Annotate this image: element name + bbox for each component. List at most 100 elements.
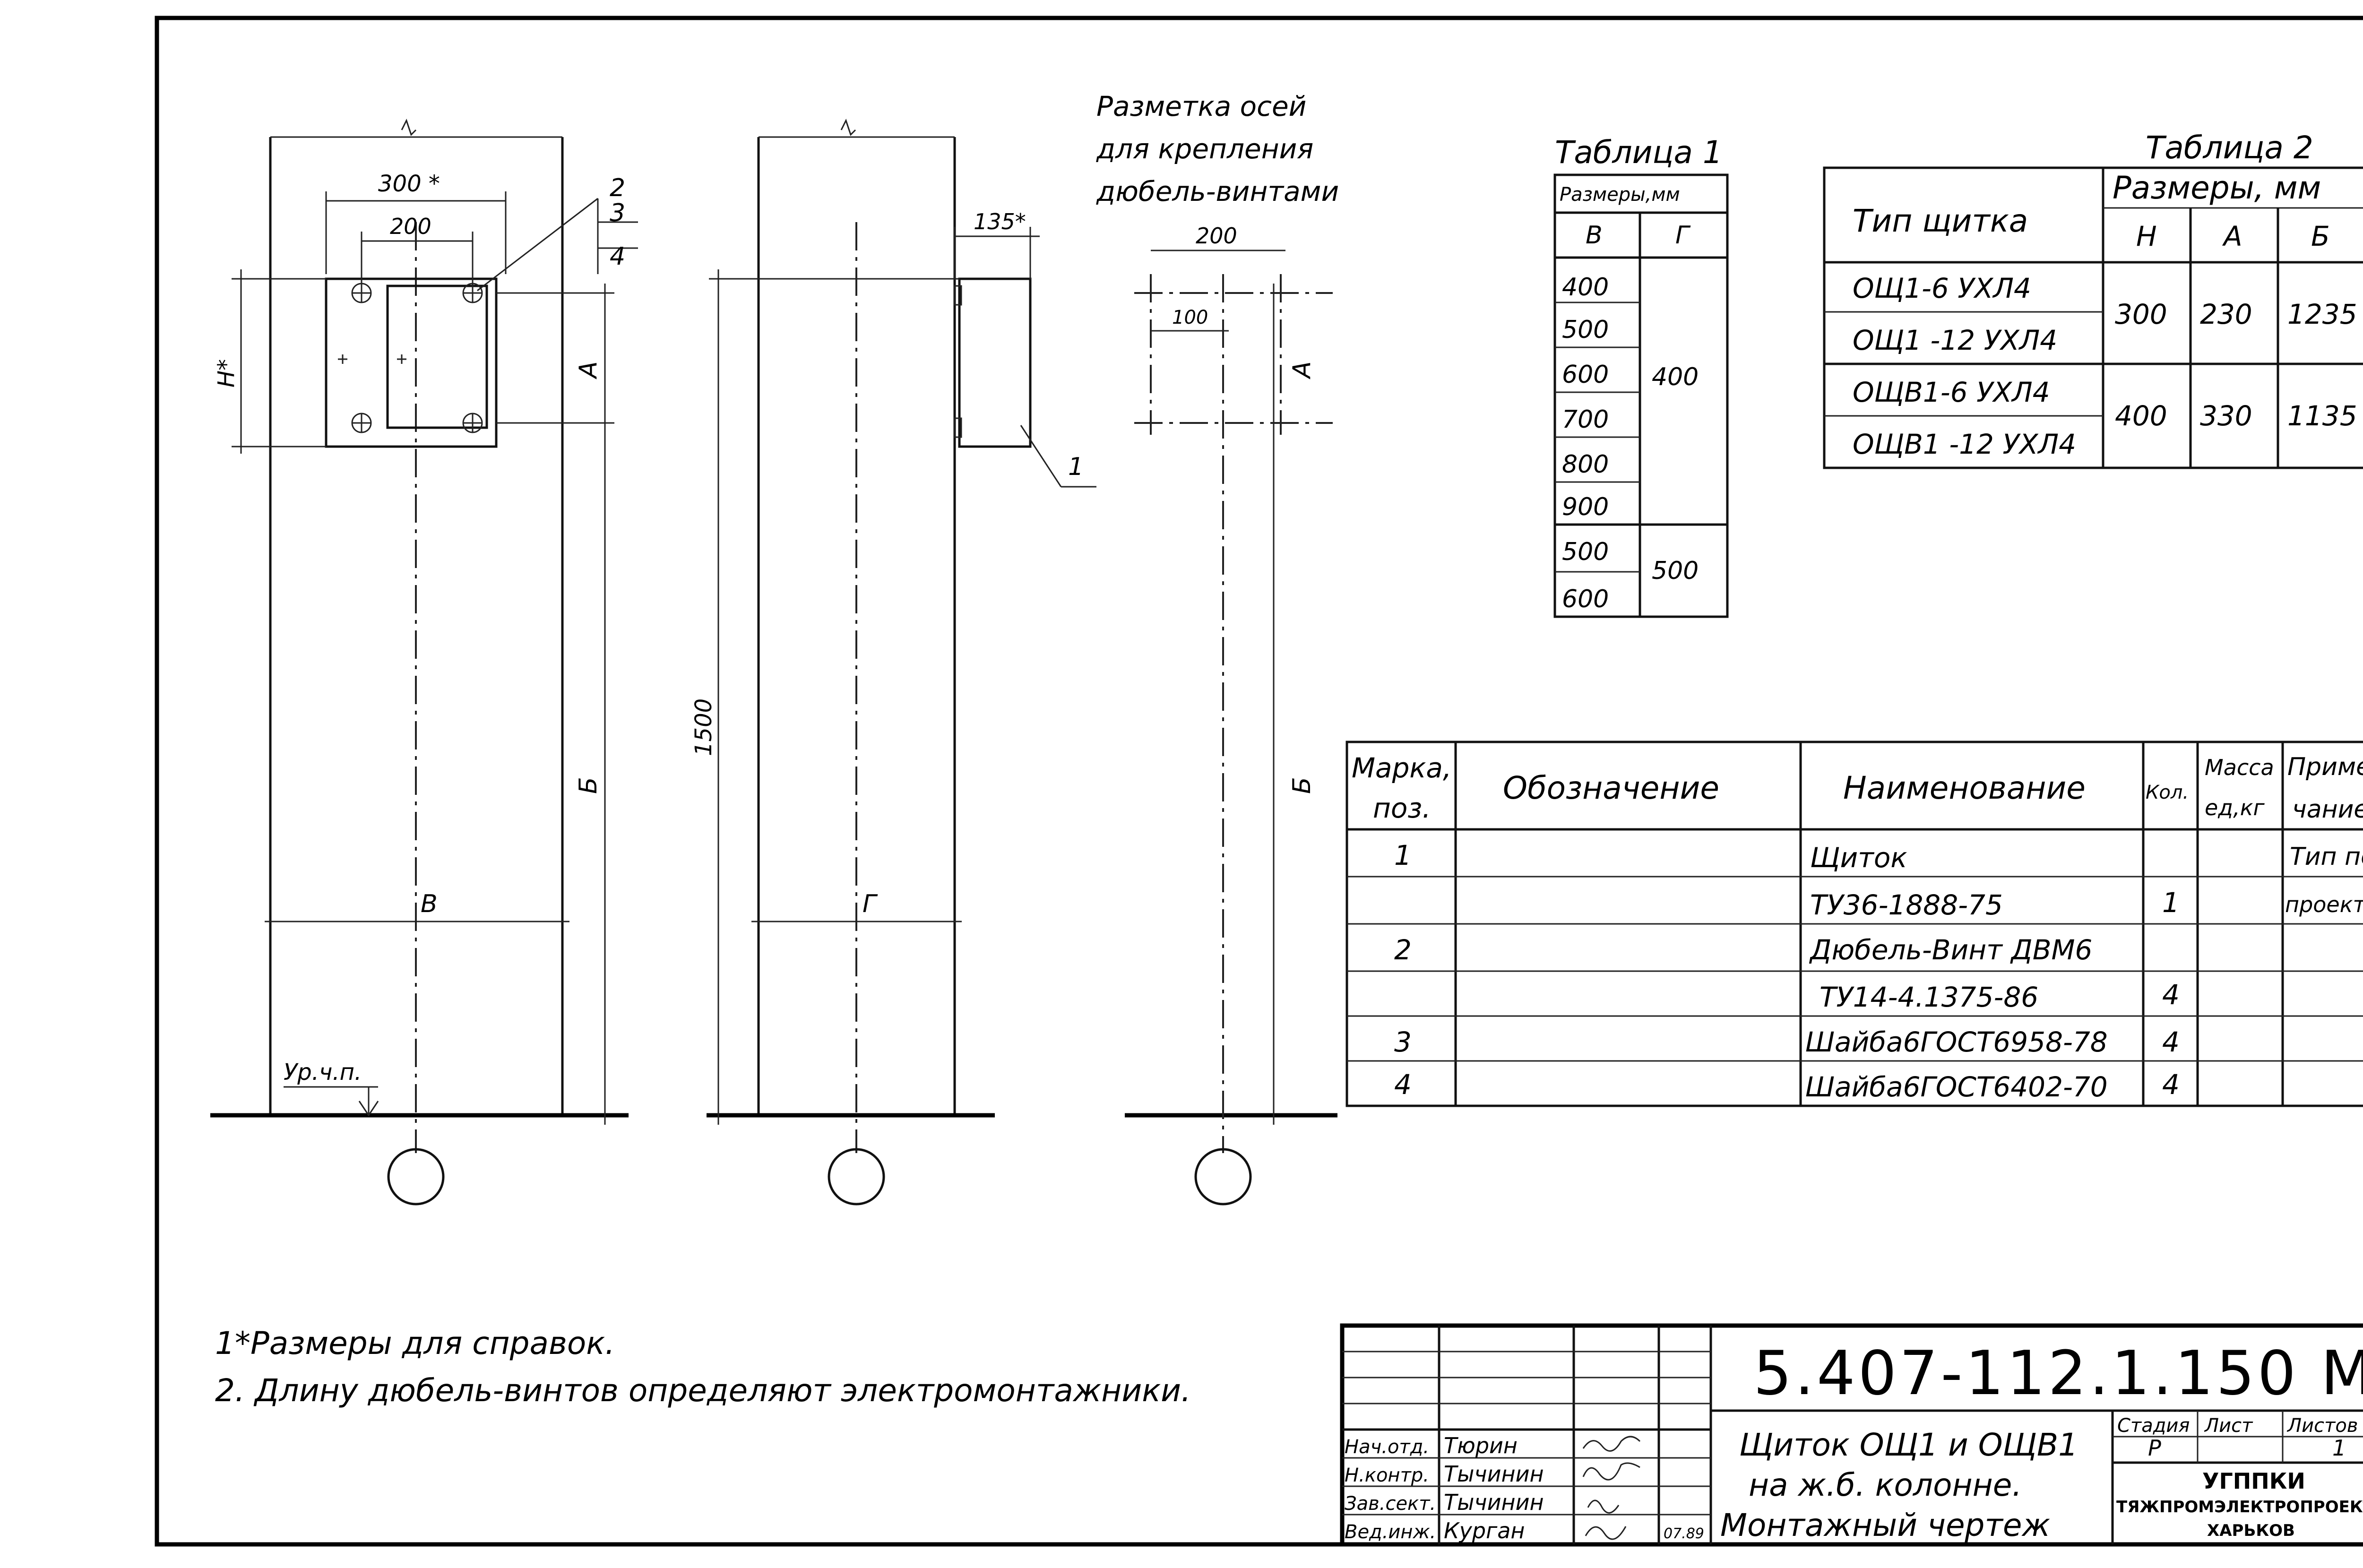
table-1-col-b: В xyxy=(1586,221,1603,250)
drawing-code: 5.407-112.1.150 М4 xyxy=(1753,1338,2363,1409)
dim-h: H* xyxy=(213,359,240,388)
table-1-b-value: 600 xyxy=(1562,585,1609,613)
spec-header-mark: поз. xyxy=(1373,792,1431,824)
dim-v: В xyxy=(421,890,438,918)
table-1-b-value: 700 xyxy=(1562,405,1609,434)
title-line-2: на ж.б. колонне. xyxy=(1749,1467,2022,1503)
table-1-b-value: 500 xyxy=(1562,316,1609,344)
table-2 xyxy=(1823,166,2363,469)
table-1-b-value: 900 xyxy=(1562,493,1609,521)
spec-row-name: ТУ36-1888-75 xyxy=(1810,889,2003,921)
table-1-b-value: 400 xyxy=(1562,273,1609,302)
callout-3: 3 xyxy=(610,199,625,227)
axes-marking-view xyxy=(1125,250,1337,1206)
table-1-col-g: Г xyxy=(1675,221,1691,250)
org-line-2: ТЯЖПРОМЭЛЕКТРОПРОЕКТ xyxy=(2116,1498,2363,1516)
marking-caption-1: Разметка осей xyxy=(1096,90,1306,122)
person-name: Тюрин xyxy=(1444,1433,1518,1458)
panel-front xyxy=(325,277,498,448)
spec-row-name: Щиток xyxy=(1810,842,1907,874)
table-2-a: 330 xyxy=(2200,400,2252,432)
sheet-label: Лист xyxy=(2204,1415,2253,1437)
spec-row-name: ТУ14-4.1375-86 xyxy=(1820,981,2038,1013)
person-name: Курган xyxy=(1444,1518,1525,1543)
dim-a-marking: А xyxy=(1288,361,1316,379)
marking-caption-3: дюбель-винтами xyxy=(1096,175,1339,207)
spec-row-pos: 1 xyxy=(1394,839,1412,871)
callout-1: 1 xyxy=(1068,453,1084,481)
dim-135: 135* xyxy=(974,209,1026,234)
table-2-type: ОЩВ1-6 УХЛ4 xyxy=(1853,376,2050,408)
sheets-label: Листов xyxy=(2286,1415,2358,1437)
spec-row-name: Дюбель-Винт ДВМ6 xyxy=(1809,934,2092,966)
table-1-b-value: 800 xyxy=(1562,450,1609,479)
person-role: Н.контр. xyxy=(1345,1465,1429,1486)
dim-g: Г xyxy=(862,890,878,918)
spec-row-pos: 2 xyxy=(1394,934,1412,966)
spec-row-note: проекту xyxy=(2285,892,2363,917)
spec-row-note: Тип по xyxy=(2290,843,2363,871)
dim-200-marking: 200 xyxy=(1196,223,1237,249)
table-2-b: 1235 xyxy=(2287,298,2357,330)
person-role: Вед.инж. xyxy=(1345,1521,1436,1543)
table-2-b: 1135 xyxy=(2287,400,2357,432)
spec-header-mass: ед,кг xyxy=(2205,795,2265,820)
spec-header-mass: Масса xyxy=(2205,755,2274,780)
table-2-h: 300 xyxy=(2115,298,2167,330)
marking-caption-2: для крепления xyxy=(1096,133,1313,165)
dim-b-marking: Б xyxy=(1288,777,1316,794)
dim-200-front: 200 xyxy=(390,214,431,239)
org-line-1: УГППКИ xyxy=(2202,1468,2305,1494)
table-1-g-value: 500 xyxy=(1652,557,1699,585)
dim-100-marking: 100 xyxy=(1172,307,1208,328)
table-1-g-value: 400 xyxy=(1652,363,1699,391)
person-name: Тычинин xyxy=(1444,1461,1544,1487)
table-1-title: Таблица 1 xyxy=(1555,134,1723,171)
org-line-3: ХАРЬКОВ xyxy=(2207,1521,2295,1540)
table-2-type: ОЩ1-6 УХЛ4 xyxy=(1853,272,2031,304)
table-2-a: 230 xyxy=(2200,298,2252,330)
spec-header-note: чание xyxy=(2292,795,2363,824)
table-2-col-type: Тип щитка xyxy=(1853,203,2028,239)
spec-header-qty: Кол. xyxy=(2146,782,2189,803)
table-2-col-h: Н xyxy=(2136,220,2157,252)
title-block xyxy=(1340,1323,2363,1547)
table-1-b-value: 600 xyxy=(1562,361,1609,389)
side-view xyxy=(707,119,1096,1206)
person-role: Зав.сект. xyxy=(1345,1493,1436,1515)
date-value: 07.89 xyxy=(1664,1525,1704,1542)
panel-side xyxy=(958,277,1032,448)
spec-row-qty: 4 xyxy=(2162,1068,2180,1101)
table-2-h: 400 xyxy=(2115,400,2167,432)
spec-row-pos: 4 xyxy=(1394,1068,1412,1101)
spec-header-designation: Обозначение xyxy=(1503,770,1719,806)
table-2-col-sizes: Размеры, мм xyxy=(2113,170,2321,206)
callout-2: 2 xyxy=(610,174,625,202)
person-name: Тычинин xyxy=(1444,1490,1544,1515)
dim-a-front: A xyxy=(574,361,603,379)
sheet-frame xyxy=(155,16,2363,1547)
spec-row-qty: 4 xyxy=(2162,1026,2180,1058)
spec-row-name: Шайба6ГОСТ6402-70 xyxy=(1805,1071,2108,1103)
table-2-type: ОЩВ1 -12 УХЛ4 xyxy=(1853,428,2076,460)
spec-row-pos: 3 xyxy=(1394,1026,1412,1058)
table-2-col-a: А xyxy=(2222,220,2242,252)
spec-row-name: Шайба6ГОСТ6958-78 xyxy=(1805,1026,2108,1058)
dim-1500: 1500 xyxy=(690,698,717,756)
table-1 xyxy=(1553,173,1729,618)
spec-table xyxy=(1345,741,2363,1107)
table-2-col-b: Б xyxy=(2311,220,2330,252)
note-2: 2. Длину дюбель-винтов определяют электр… xyxy=(215,1372,1191,1409)
spec-header-note: Приме- xyxy=(2287,753,2363,781)
sheets-value: 1 xyxy=(2332,1435,2346,1461)
person-role: Нач.отд. xyxy=(1345,1436,1429,1458)
table-2-title: Таблица 2 xyxy=(2146,129,2313,166)
callout-4: 4 xyxy=(610,242,625,271)
stage-value: Р xyxy=(2148,1435,2161,1461)
level-label: Ур.ч.п. xyxy=(284,1059,362,1086)
front-view xyxy=(210,119,638,1206)
spec-header-mark: Марка, xyxy=(1352,752,1451,784)
stage-label: Стадия xyxy=(2117,1415,2190,1437)
table-1-header: Размеры,мм xyxy=(1560,184,1680,206)
